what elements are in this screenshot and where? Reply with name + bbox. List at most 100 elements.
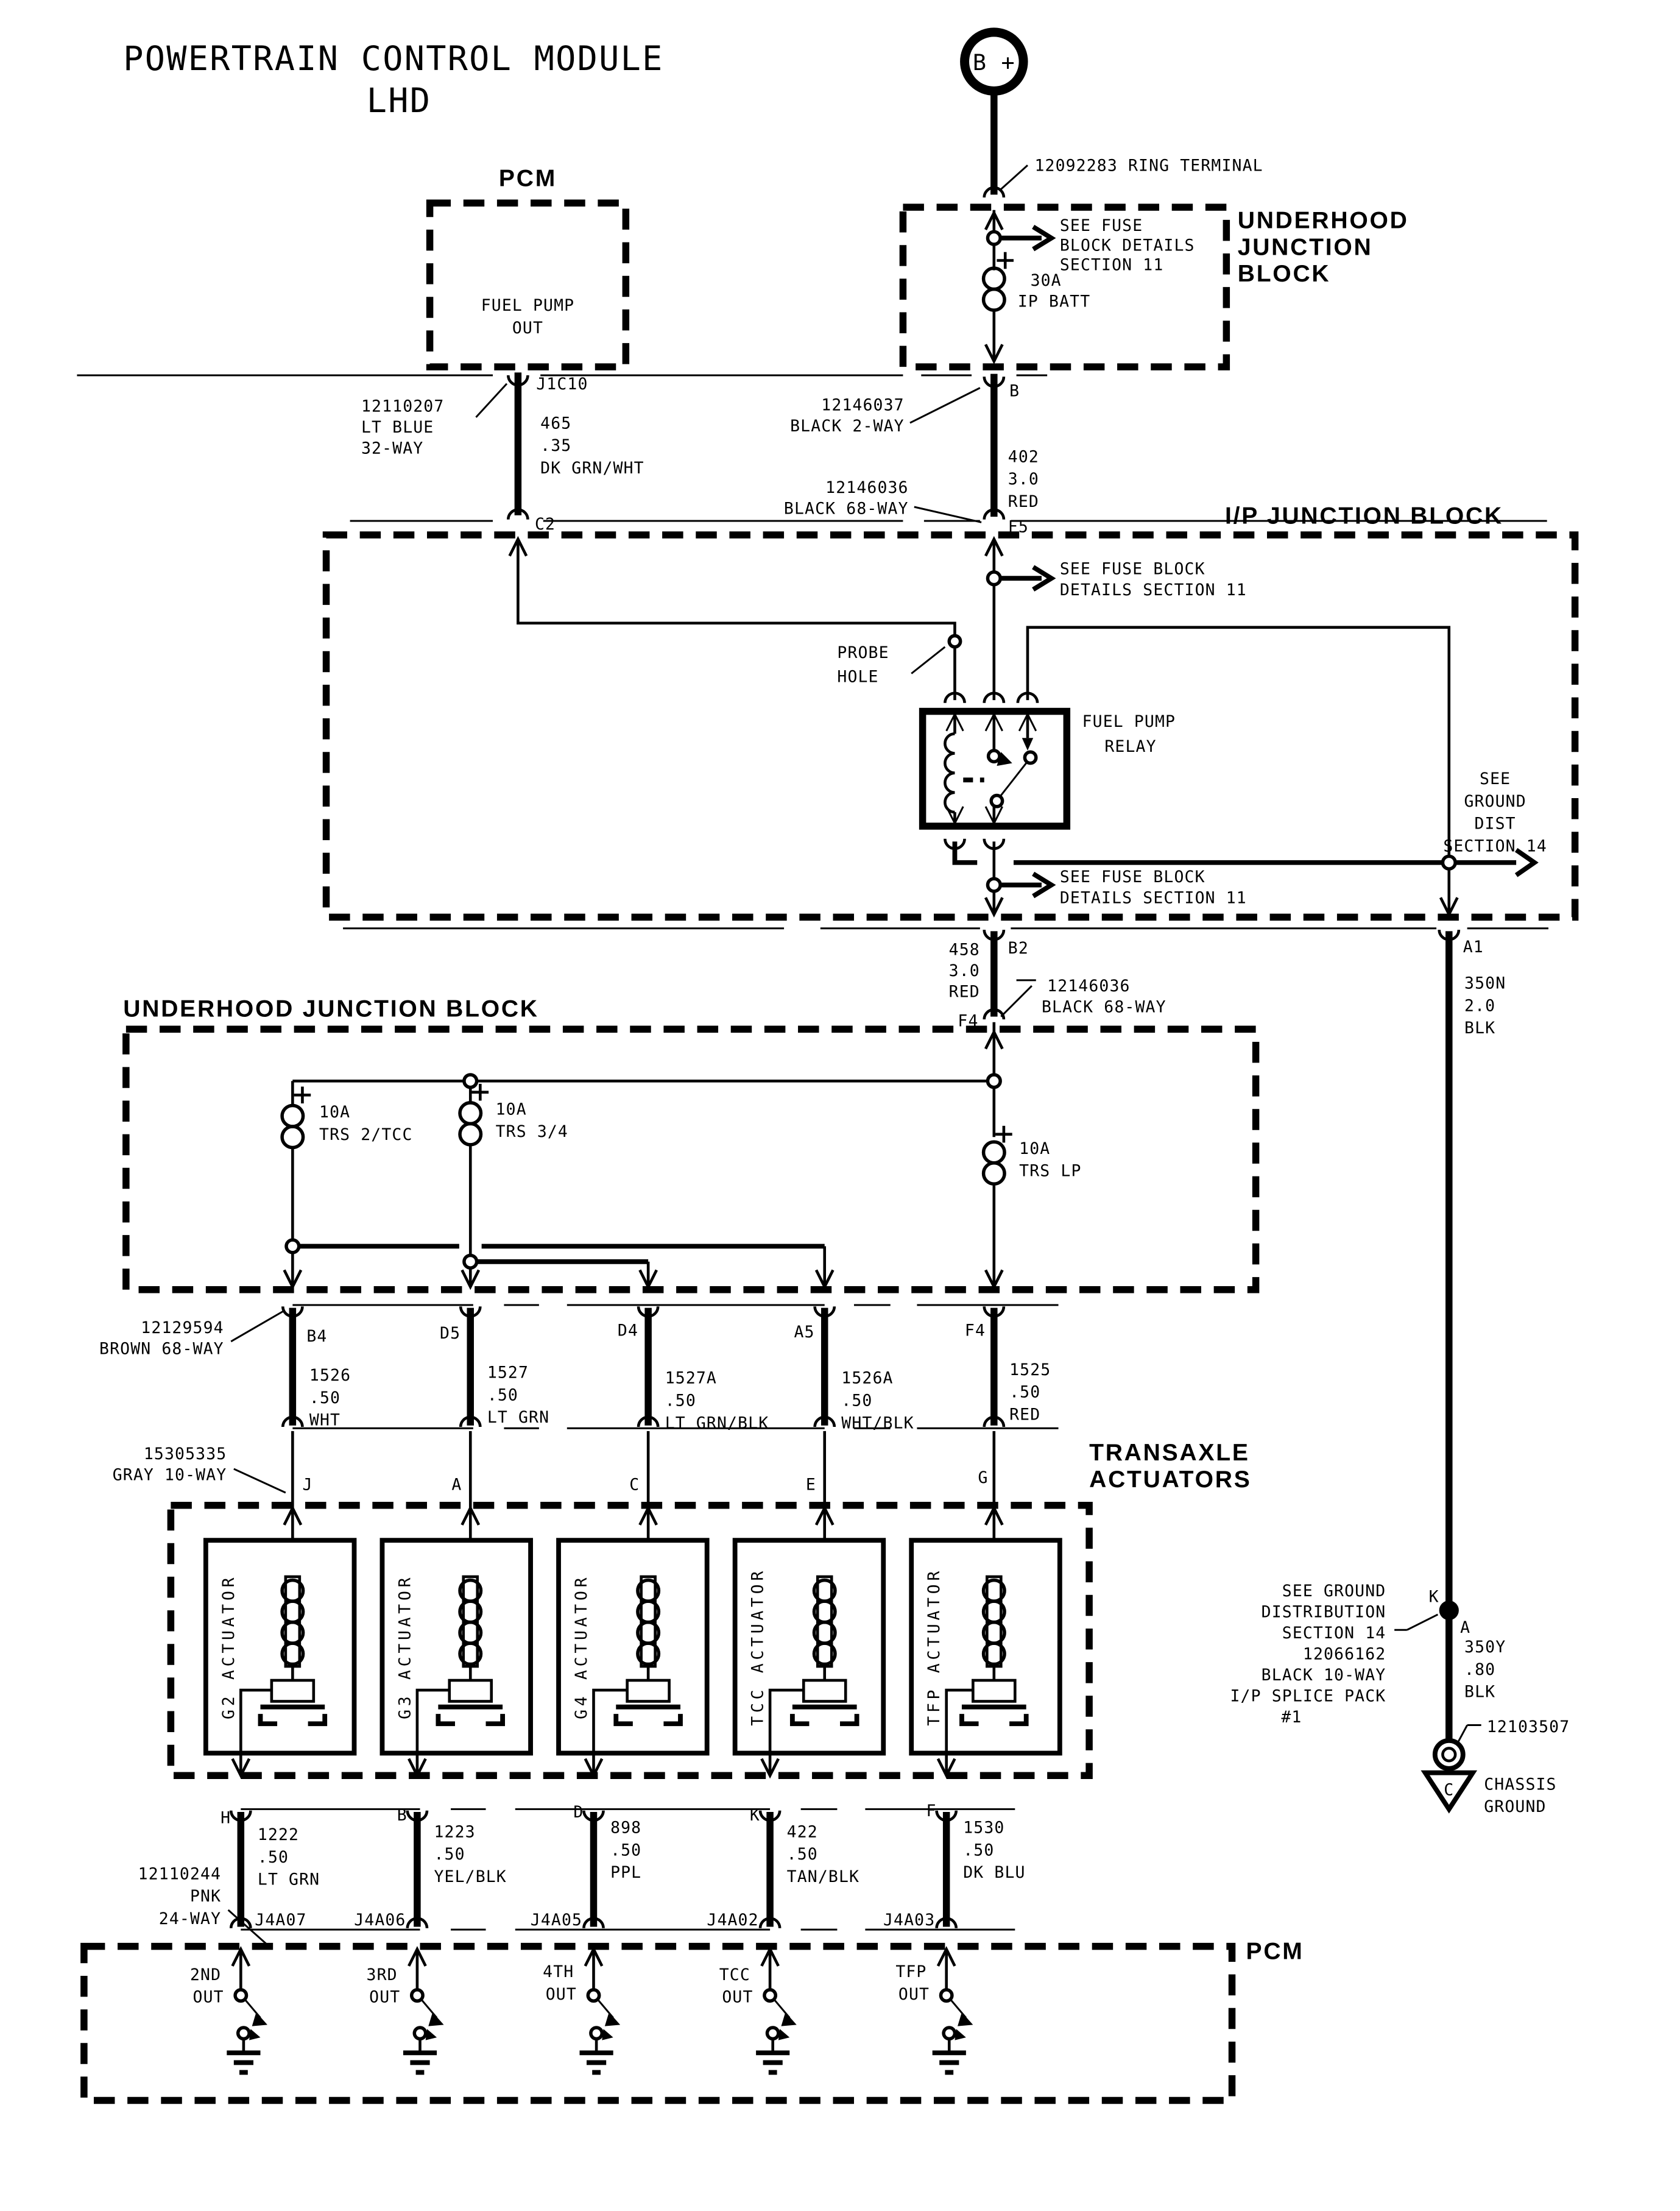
actuator-tcc: TCC ACTUATOR	[732, 1538, 886, 1776]
color-label: LT GRN	[487, 1408, 549, 1427]
entry-arrow-icon	[408, 1946, 427, 1967]
color-label: DK BLU	[963, 1863, 1025, 1882]
contact-tick-icon	[425, 2029, 437, 2040]
entry-arrow-icon	[638, 1505, 658, 1526]
wire-458-gauge: 3.0	[949, 961, 980, 980]
circuit-label: 1526A	[841, 1369, 893, 1388]
probe-hole-circle	[947, 634, 962, 649]
connector-cup	[229, 1917, 252, 1928]
color-label: PPL	[610, 1863, 641, 1882]
fuel-pump-relay: FUEL PUMP RELAY	[919, 707, 1176, 830]
note-leader	[1406, 1613, 1439, 1631]
contact-tick-icon	[1022, 738, 1034, 751]
relay-label1: FUEL PUMP	[1082, 712, 1176, 731]
transaxle-feed-wires: 12129594 BROWN 68-WAY 15305335 GRAY 10-W…	[99, 1304, 1059, 1494]
gauge-label: .50	[487, 1385, 518, 1404]
junction-circle	[462, 1073, 479, 1089]
pin-label: B4	[306, 1327, 327, 1346]
ip-jb-border	[322, 531, 1579, 921]
ground-note-line4: SECTION 14	[1443, 837, 1547, 855]
fuse-trs34: 10A TRS 3/4	[458, 1083, 568, 1256]
solenoid-icon	[436, 1575, 506, 1727]
wire-402-circuit: 402	[1008, 447, 1039, 466]
actuator-box	[732, 1538, 886, 1756]
fuse-loop-2	[280, 1125, 305, 1150]
fuse-loop-1	[981, 1140, 1006, 1165]
underhood-junction-block-top: UNDERHOOD JUNCTION BLOCK SEE FUSE BLOCK …	[899, 203, 1407, 370]
probe-label2: HOLE	[837, 667, 878, 686]
relay-label2: RELAY	[1104, 737, 1156, 756]
wire-402-color: RED	[1008, 492, 1039, 511]
f5-connector	[983, 508, 1006, 520]
junction-circle	[462, 1253, 479, 1270]
exit-arrow-icon	[936, 1758, 956, 1779]
conn-12110244-ways: 24-WAY	[159, 1909, 221, 1928]
blade-tip-circle	[1023, 750, 1038, 765]
actuator-label: G4 ACTUATOR	[572, 1574, 591, 1719]
wire-350n-circuit: 350N	[1464, 974, 1506, 993]
wire-350n-color: BLK	[1464, 1019, 1495, 1038]
see-fuse-bottom-line1: SEE FUSE BLOCK	[1060, 868, 1205, 886]
actuator-return-wire	[945, 1688, 973, 1776]
gauge-label: .50	[258, 1848, 289, 1867]
driver-label1: 2ND	[190, 1965, 221, 1984]
wire-465-circuit: 465	[540, 414, 571, 433]
entry-arrow-icon	[283, 1505, 303, 1526]
pin-label: K	[750, 1806, 760, 1825]
pcm-wire-b: B 1223 .50 YEL/BLK J4A06	[354, 1806, 506, 1930]
actuator-box	[909, 1538, 1062, 1756]
probe-label1: PROBE	[837, 643, 889, 662]
fuse-loop-1	[981, 266, 1006, 291]
conn-15305335-desc: GRAY 10-WAY	[113, 1465, 227, 1484]
wire-402: B 402 3.0 RED 12146037 BLACK 2-WAY 12146…	[77, 373, 1547, 536]
exit-arrow-icon	[461, 1269, 481, 1290]
actuator-return-wire	[592, 1688, 627, 1776]
conn-12110244-part: 12110244	[138, 1864, 221, 1883]
c2-connector	[506, 508, 529, 520]
pcm-top-label: PCM	[499, 166, 557, 192]
gauge-label: .50	[841, 1392, 872, 1410]
gauge-label: .50	[787, 1845, 818, 1864]
title-line1: POWERTRAIN CONTROL MODULE	[123, 40, 663, 79]
pin-label: F	[926, 1802, 937, 1820]
gauge-label: .50	[434, 1845, 465, 1864]
circuit-label: 1527	[487, 1364, 529, 1382]
trans-wire-b4: B4 1526 .50 WHT J	[281, 1306, 350, 1494]
blade-arrow-icon	[428, 2012, 444, 2026]
exit-arrow-icon	[760, 1758, 780, 1779]
connector-cup	[459, 1415, 482, 1427]
driver-label2: OUT	[898, 1985, 930, 2004]
conn-12146036l-part: 12146036	[1047, 977, 1130, 996]
circuit-label: 1525	[1009, 1360, 1051, 1379]
driver-label1: 3RD	[367, 1965, 398, 1984]
wire-350y-color: BLK	[1464, 1683, 1495, 1702]
driver-label1: TCC	[719, 1965, 750, 1984]
pin-label: G	[978, 1468, 989, 1487]
pcm-pin-label: J4A06	[354, 1911, 406, 1930]
conn-12146037-part: 12146037	[821, 395, 904, 414]
exit-arrow-icon	[283, 1269, 303, 1290]
connector-cup	[406, 1917, 429, 1928]
fuse2-amps: 10A	[496, 1100, 527, 1119]
exit-arrow-icon	[814, 1269, 835, 1290]
note-line: 12066162	[1303, 1645, 1386, 1664]
gauge-label: .50	[309, 1389, 341, 1407]
fuse3-amps: 10A	[1019, 1139, 1050, 1158]
contact-tick-icon	[249, 2029, 261, 2040]
right-arrow-icon	[1032, 225, 1056, 252]
fuse-30a-name: IP BATT	[1018, 292, 1090, 311]
chassis-ground-letter: C	[1444, 1780, 1454, 1799]
splice-note: SEE GROUND DISTRIBUTION SECTION 14 12066…	[1230, 1582, 1439, 1727]
right-arrow-icon	[1032, 871, 1056, 899]
title-line2: LHD	[367, 82, 432, 121]
pcm-pin-label: J4A07	[255, 1911, 306, 1930]
probe-path-wire	[517, 542, 956, 701]
conn-15305335-leader	[233, 1468, 286, 1494]
note-line: SECTION 14	[1282, 1624, 1386, 1643]
blade-arrow-icon	[252, 2012, 267, 2026]
c2-entry-arrow-icon	[508, 536, 528, 557]
actuator-label: TFP ACTUATOR	[925, 1568, 944, 1726]
switch-contact	[765, 2026, 780, 2041]
ground-note-line1: SEE	[1480, 769, 1511, 788]
pcm-wire-k: K 422 .50 TAN/BLK J4A02	[707, 1806, 859, 1930]
